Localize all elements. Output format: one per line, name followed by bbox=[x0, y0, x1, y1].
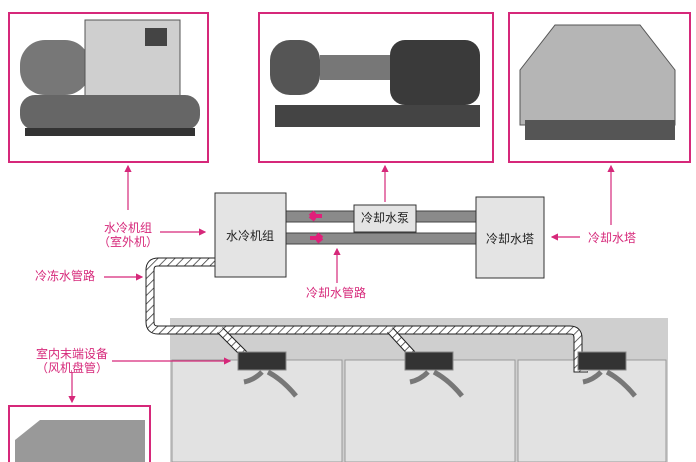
chilled-water-pipe-label: 冷冻水管路 bbox=[35, 268, 95, 283]
fan-coil-photo bbox=[8, 405, 151, 462]
tower-box bbox=[475, 196, 545, 279]
flow-left-arrow bbox=[308, 210, 322, 222]
chiller-box bbox=[214, 192, 287, 278]
terminal-callout-line2: （风机盘管） bbox=[36, 360, 108, 375]
cooling-tower-photo bbox=[508, 12, 691, 163]
cooling-tower-callout: 冷却水塔 bbox=[588, 231, 636, 245]
fan-coil-unit-3 bbox=[577, 351, 637, 398]
chiller-callout-line2: （室外机） bbox=[98, 234, 158, 249]
pump-box-label: 冷却水泵 bbox=[361, 211, 409, 225]
cooling-water-pipe-label: 冷却水管路 bbox=[306, 285, 366, 300]
fan-coil-unit-1 bbox=[237, 351, 298, 398]
pump-box bbox=[353, 204, 417, 233]
fan-coil-unit-2 bbox=[404, 351, 464, 398]
chiller-callout-line1: 水冷机组 bbox=[104, 221, 152, 235]
tower-box-label: 冷却水塔 bbox=[486, 232, 534, 246]
room-3 bbox=[517, 359, 667, 462]
pump-photo bbox=[258, 12, 494, 163]
chiller-box-label: 水冷机组 bbox=[226, 229, 274, 243]
flow-right-arrow bbox=[310, 232, 324, 244]
chiller-photo bbox=[8, 12, 209, 163]
terminal-callout-line1: 室内末端设备 bbox=[36, 346, 108, 361]
room-2 bbox=[344, 359, 516, 462]
